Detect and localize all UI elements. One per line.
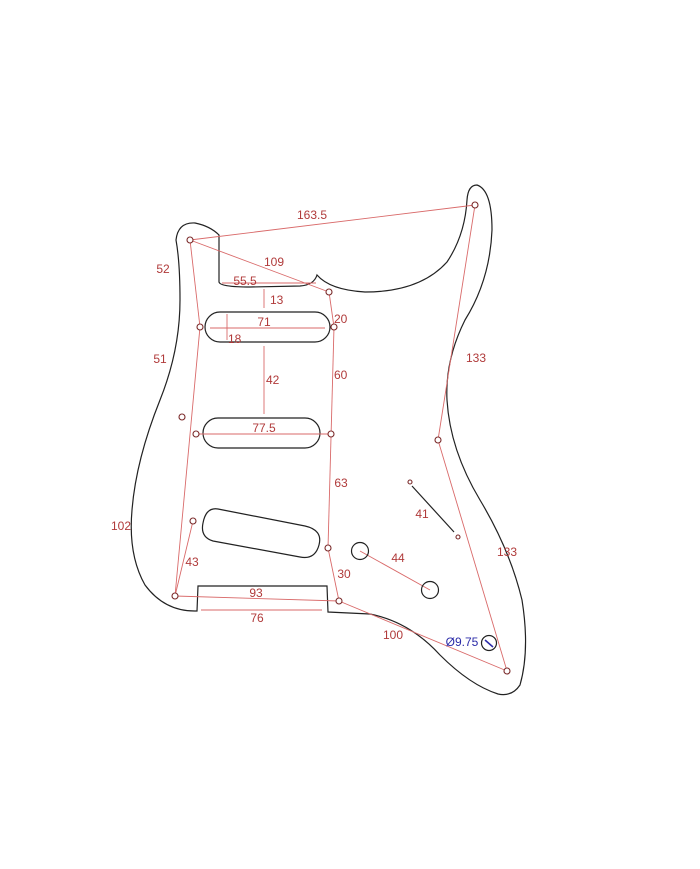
dim-right-mid: 60: [334, 368, 348, 382]
dimension-lines: [174, 204, 508, 672]
dim-switch-length: 41: [415, 507, 429, 521]
pot-hole-1: [350, 541, 370, 561]
dim-pot-spacing: 44: [391, 551, 405, 565]
bridge-pickup-slot: [201, 508, 321, 559]
jack-hole: [480, 634, 498, 652]
screw-holes: [171, 201, 511, 675]
middle-pickup-slot: [202, 417, 321, 449]
dim-right-upper: 20: [334, 312, 348, 326]
dim-horn-right: 133: [466, 351, 486, 365]
pickguard-outline: [130, 184, 527, 696]
dim-right-lower: 63: [334, 476, 348, 490]
dim-top-span: 163.5: [297, 208, 327, 222]
dim-bottom-span: 93: [249, 586, 263, 600]
dim-pocket-to-pickup: 13: [270, 293, 284, 307]
dim-jack-diameter: Ø9.75: [446, 635, 479, 649]
dim-lower-left: 43: [185, 555, 199, 569]
dim-left-upper: 52: [156, 262, 170, 276]
dim-pickup-width: 18: [228, 332, 242, 346]
dim-lower-right: 30: [337, 567, 351, 581]
dim-diag-neck: 109: [264, 255, 284, 269]
dim-pickup-gap: 42: [266, 373, 280, 387]
dim-left-mid: 51: [153, 352, 167, 366]
dim-pocket-width: 55.5: [233, 274, 257, 288]
dim-bottom-diag: 100: [383, 628, 403, 642]
pot-hole-2: [420, 580, 440, 600]
dim-left-body: 102: [111, 519, 131, 533]
dim-bottom-notch: 76: [250, 611, 264, 625]
switch-slot: [411, 485, 455, 533]
dim-pickup-length: 71: [257, 315, 271, 329]
neck-pickup-slot: [204, 311, 331, 343]
dim-right-body: 133: [497, 545, 517, 559]
dim-mid-pickup-length: 77.5: [252, 421, 276, 435]
